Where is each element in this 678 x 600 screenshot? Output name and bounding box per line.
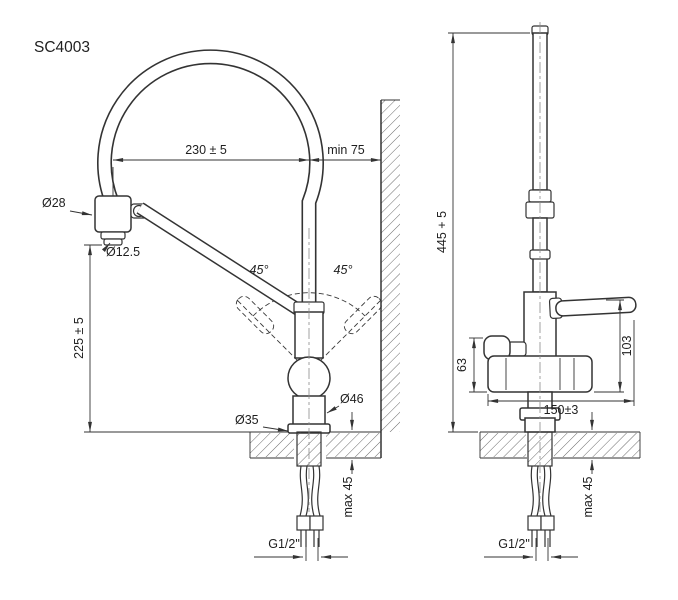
lever-handle <box>548 296 637 319</box>
dim-aerator-diameter: Ø12.5 <box>106 245 140 259</box>
dim-body-diameter: Ø46 <box>340 392 364 406</box>
model-number: SC4003 <box>34 39 90 56</box>
dim-swivel-right: 45° <box>334 263 353 277</box>
supply-hoses-front <box>296 431 324 547</box>
dim-handle-height: 103 <box>620 336 634 357</box>
dim-deck-thickness-front: max 45 <box>341 476 355 517</box>
wall-section <box>380 99 400 458</box>
dim-spout-diameter: Ø28 <box>42 196 66 210</box>
dim-thread-front: G1/2" <box>268 537 300 551</box>
dim-handle-reach: 150±3 <box>544 403 579 417</box>
dim-valve-height: 63 <box>455 358 469 372</box>
dim-spout-reach: 230 ± 5 <box>185 143 227 157</box>
countertop-side <box>479 431 641 459</box>
dim-deck-thickness-side: max 45 <box>581 476 595 517</box>
dim-thread-side: G1/2" <box>498 537 530 551</box>
dimensions-side: 445 + 5 63 103 150±3 max 45 G1/2" <box>435 32 635 561</box>
filter-knob <box>483 335 527 361</box>
dim-spout-height: 225 ± 5 <box>72 317 86 359</box>
supply-hoses-side <box>527 431 555 547</box>
dim-total-height: 445 + 5 <box>435 211 449 253</box>
faucet-side-view <box>483 25 637 433</box>
dim-swivel-left: 45° <box>250 263 269 277</box>
dim-wall-clearance: min 75 <box>327 143 365 157</box>
dim-base-diameter: Ø35 <box>235 413 259 427</box>
spray-head <box>94 195 148 246</box>
dimensions-front: 230 ± 5 min 75 Ø28 Ø12.5 225 ± 5 45° 45°… <box>42 143 381 561</box>
